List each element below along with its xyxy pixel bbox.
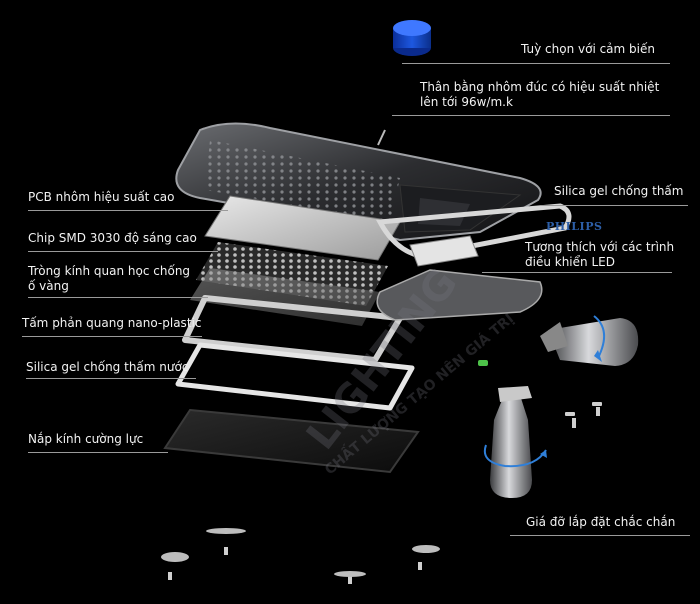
screws (161, 402, 602, 584)
leader-sensor-option (402, 63, 670, 64)
label-silica-left: Silica gel chống thấm nước (26, 360, 189, 374)
philips-logo: PHILIPS (546, 220, 603, 233)
label-glass: Nắp kính cường lực (28, 432, 144, 446)
pcb-plate (204, 195, 401, 261)
label-silica-right: Silica gel chống thấm (554, 184, 684, 198)
leader-mount (510, 535, 690, 536)
mounting-bracket-vertical (483, 386, 547, 498)
mounting-bracket-side (540, 315, 639, 366)
label-lens-2: ố vàng (28, 279, 69, 293)
label-sensor-option: Tuỳ chọn với cảm biến (521, 42, 655, 56)
leader-pcb (28, 210, 228, 211)
leader-driver (482, 272, 672, 273)
leader-reflector (22, 336, 202, 337)
leader-chip (28, 251, 218, 252)
label-housing-2: lên tới 96w/m.k (420, 95, 513, 109)
aluminum-housing (175, 122, 542, 242)
right-gasket-driver (376, 203, 572, 321)
label-driver-1: Tương thích với các trình (525, 240, 675, 254)
leader-silica-left (26, 378, 196, 379)
label-lens-1: Tròng kính quan học chống (28, 264, 191, 278)
leader-glass (28, 452, 168, 453)
label-mount: Giá đỡ lắp đặt chắc chắn (526, 515, 676, 529)
silica-gel-ring (175, 342, 415, 411)
green-connector (478, 360, 488, 366)
tempered-glass-cover (163, 408, 420, 474)
label-housing-1: Thân bằng nhôm đúc có hiệu suất nhiệt (420, 80, 660, 94)
label-reflector: Tấm phản quang nano-plastic (22, 316, 202, 330)
sensor-cap (393, 20, 431, 56)
label-chip: Chip SMD 3030 độ sáng cao (28, 231, 197, 245)
leader-housing (392, 115, 670, 116)
reflector-frame (182, 295, 403, 363)
label-driver-2: điều khiển LED (525, 255, 615, 269)
leader-lens (28, 297, 208, 298)
leader-silica-right (540, 205, 688, 206)
label-pcb: PCB nhôm hiệu suất cao (28, 190, 175, 204)
